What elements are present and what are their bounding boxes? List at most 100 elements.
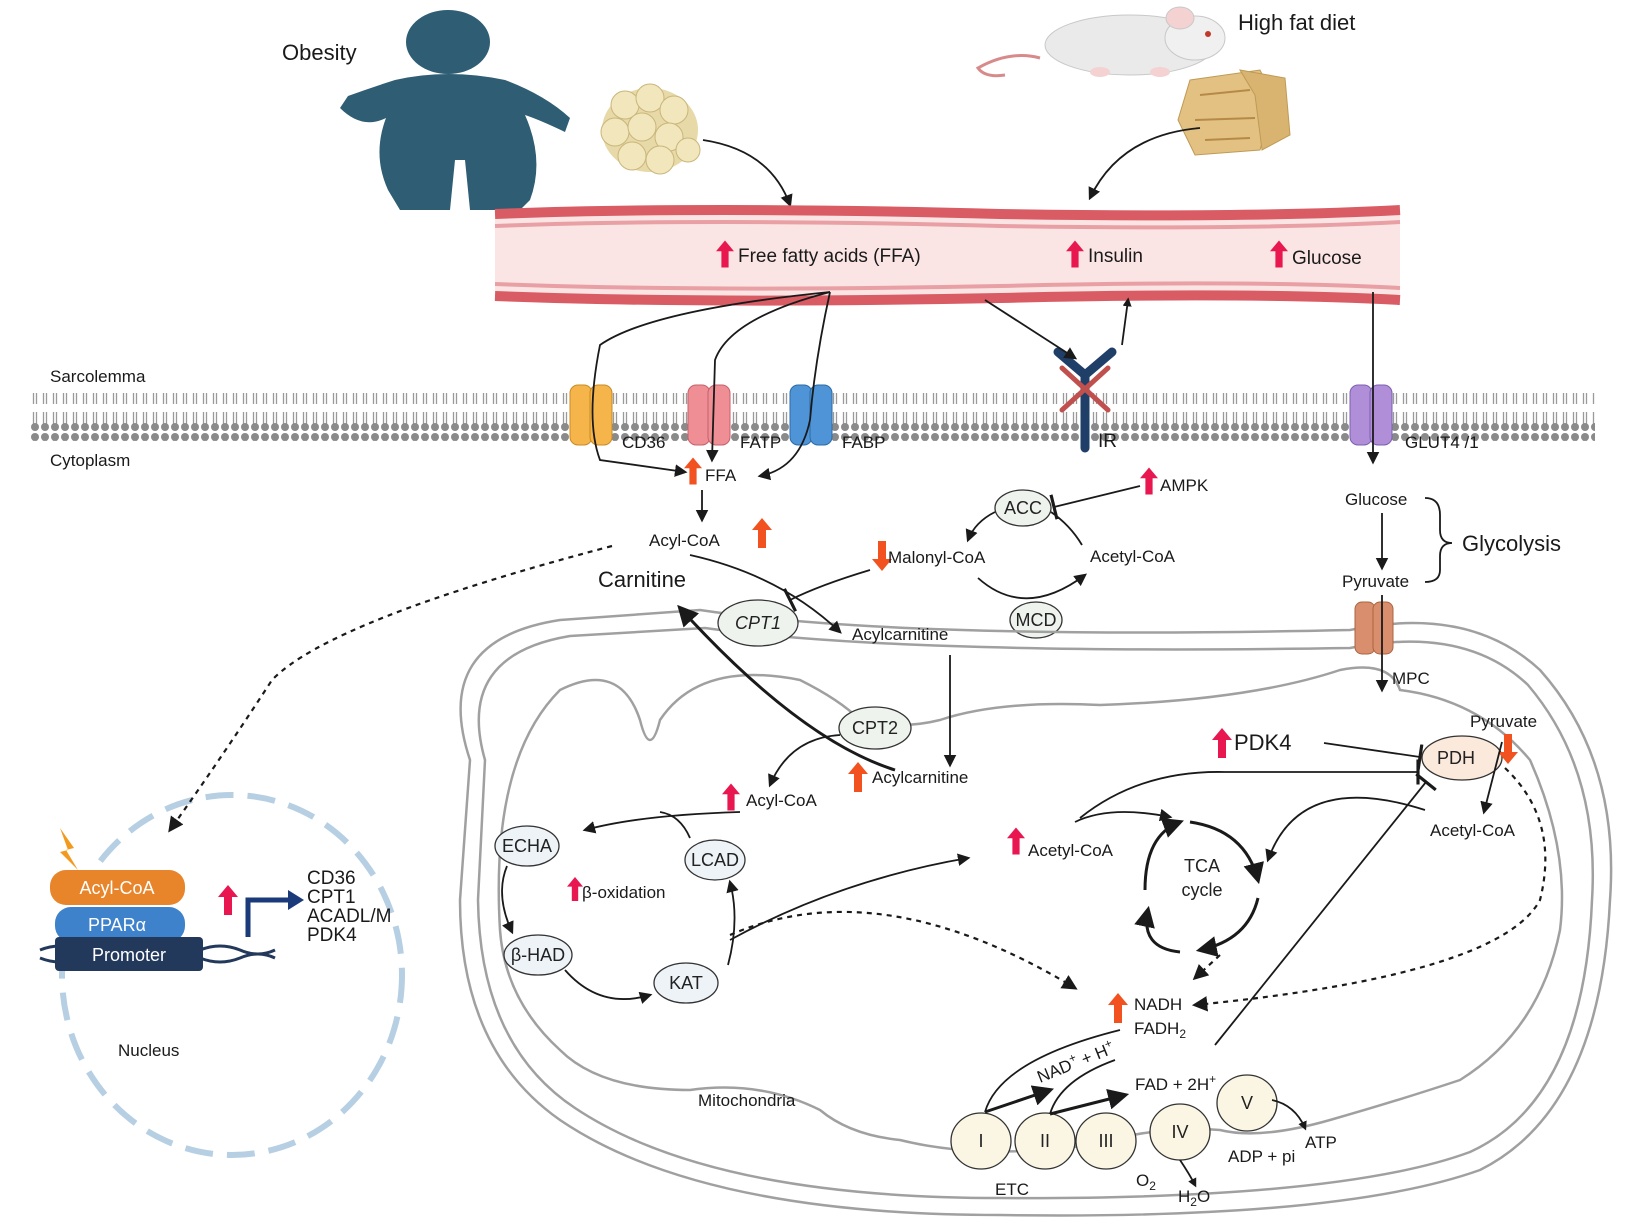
tca-cycle: TCA cycle (1134, 818, 1264, 957)
svg-text:III: III (1098, 1131, 1113, 1151)
cyto-acyl-coa-up-arrow-icon (752, 518, 772, 548)
mito-acetyl-coa-up-arrow-icon (1007, 827, 1025, 855)
cyto-ffa-label: FFA (705, 466, 737, 485)
cpt2-node: CPT2 (838, 706, 912, 750)
gene-pdk4: PDK4 (307, 925, 357, 946)
nadh-label: NADH (1134, 995, 1182, 1014)
cd36-label: CD36 (622, 433, 665, 452)
cpt1-node: CPT1 (717, 599, 799, 647)
lcad-node: LCAD (684, 839, 746, 881)
o2-label: O2 (1136, 1171, 1156, 1193)
svg-text:cycle: cycle (1181, 880, 1222, 900)
glycolysis-label: Glycolysis (1462, 531, 1561, 556)
mpc-label: MPC (1392, 669, 1430, 688)
fatp-transporter-icon (687, 384, 731, 446)
mitochondria-outer-membrane (458, 608, 1613, 1217)
mito-acylcarnitine-label: Acylcarnitine (872, 768, 968, 787)
complex-ii-node (1014, 1112, 1076, 1170)
mito-acyl-coa-up-arrow-icon (722, 783, 740, 811)
gene-up-arrow-icon (218, 885, 238, 915)
beta-oxidation-label: β-oxidation (582, 883, 666, 902)
atp-label: ATP (1305, 1133, 1337, 1152)
carnitine-label: Carnitine (598, 567, 686, 592)
svg-text:CPT1: CPT1 (735, 613, 781, 633)
insulin-receptor-icon (1053, 347, 1117, 453)
mcd-node: MCD (1009, 601, 1063, 639)
etc-label: ETC (995, 1180, 1029, 1199)
ampk-label: AMPK (1160, 476, 1209, 495)
obesity-label: Obesity (282, 40, 357, 65)
nucleus-acyl-coa-label: Acyl-CoA (79, 878, 154, 898)
svg-text:PDH: PDH (1437, 748, 1475, 768)
nadh-up-arrow-icon (1108, 993, 1128, 1023)
fabp-transporter-icon (789, 384, 833, 446)
cytoplasm-label: Cytoplasm (50, 451, 130, 470)
lightning-icon (60, 828, 78, 870)
ampk-up-arrow-icon (1140, 467, 1158, 495)
promoter-box (55, 937, 203, 971)
pdk4-up-arrow-icon (1212, 728, 1232, 758)
blood-insulin-label: Insulin (1088, 246, 1143, 267)
cyto-acyl-coa-label: Acyl-CoA (649, 531, 721, 550)
pdh-acetyl-coa-label: Acetyl-CoA (1430, 821, 1516, 840)
mitochondria-inner-membrane-outer-line (476, 626, 1594, 1200)
promoter-label: Promoter (92, 945, 166, 965)
echa-node: ECHA (494, 825, 560, 867)
cyto-acetyl-coa-label: Acetyl-CoA (1090, 547, 1176, 566)
svg-text:KAT: KAT (669, 973, 703, 993)
malonyl-coa-label: Malonyl-CoA (888, 548, 986, 567)
h2o-label: H2O (1178, 1187, 1210, 1209)
svg-text:ECHA: ECHA (502, 836, 552, 856)
mito-acylcarnitine-up-arrow-icon (848, 762, 868, 792)
svg-text:V: V (1241, 1093, 1253, 1113)
mitochondria-cristae (497, 666, 1564, 1153)
cyto-glucose-label: Glucose (1345, 490, 1407, 509)
complex-iii-node (1075, 1112, 1137, 1170)
cyto-acylcarnitine-label: Acylcarnitine (852, 625, 948, 644)
glut-transporter-icon (1349, 384, 1393, 446)
fat-food-icon (1177, 69, 1291, 156)
nucleus-acyl-coa-box (50, 870, 185, 905)
nucleus-label: Nucleus (118, 1041, 179, 1060)
ir-label: IR (1098, 431, 1117, 452)
blood-ffa-label: Free fatty acids (FFA) (738, 246, 921, 267)
mito-pyruvate-label: Pyruvate (1470, 712, 1537, 731)
fabp-label: FABP (842, 433, 885, 452)
mpc-transporter-icon (1354, 601, 1394, 655)
svg-text:IV: IV (1171, 1122, 1188, 1142)
mouse-icon (975, 6, 1226, 78)
etc-complexes: I II III IV V (950, 1074, 1278, 1170)
adipocyte-cluster-icon (600, 83, 701, 175)
gene-cpt1: CPT1 (307, 887, 356, 908)
high-fat-diet-label: High fat diet (1238, 10, 1355, 35)
svg-text:β-HAD: β-HAD (511, 945, 565, 965)
cd36-transporter-icon (569, 384, 613, 446)
kat-node: KAT (653, 962, 719, 1004)
blood-vessel (494, 205, 1401, 306)
svg-text:II: II (1040, 1131, 1050, 1151)
nucleus-envelope (59, 792, 405, 1158)
pdh-node: PDH (1421, 735, 1503, 781)
cyto-ffa-up-arrow-icon (684, 457, 702, 485)
beta-oxidation-up-arrow-icon (567, 877, 583, 901)
sarcolemma-label: Sarcolemma (50, 367, 146, 386)
ppara-label: PPARα (88, 915, 146, 935)
blood-glucose-label: Glucose (1292, 248, 1362, 269)
complex-v-node (1216, 1074, 1278, 1132)
svg-text:MCD: MCD (1016, 610, 1057, 630)
glut-label: GLUT4 /1 (1405, 433, 1479, 452)
mitochondria-label: Mitochondria (698, 1091, 796, 1110)
svg-text:CPT2: CPT2 (852, 718, 898, 738)
cyto-pyruvate-label: Pyruvate (1342, 572, 1409, 591)
mito-acyl-coa-label: Acyl-CoA (746, 791, 818, 810)
svg-text:LCAD: LCAD (691, 850, 739, 870)
svg-text:I: I (978, 1131, 983, 1151)
bhad-node: β-HAD (503, 934, 573, 976)
ppara-box (55, 907, 185, 942)
obesity-figure-icon (340, 10, 570, 210)
complex-i-node (950, 1112, 1012, 1170)
gene-cd36: CD36 (307, 868, 356, 889)
fadh2-label: FADH2 (1134, 1019, 1186, 1041)
transcription-arrow-icon (288, 890, 304, 910)
